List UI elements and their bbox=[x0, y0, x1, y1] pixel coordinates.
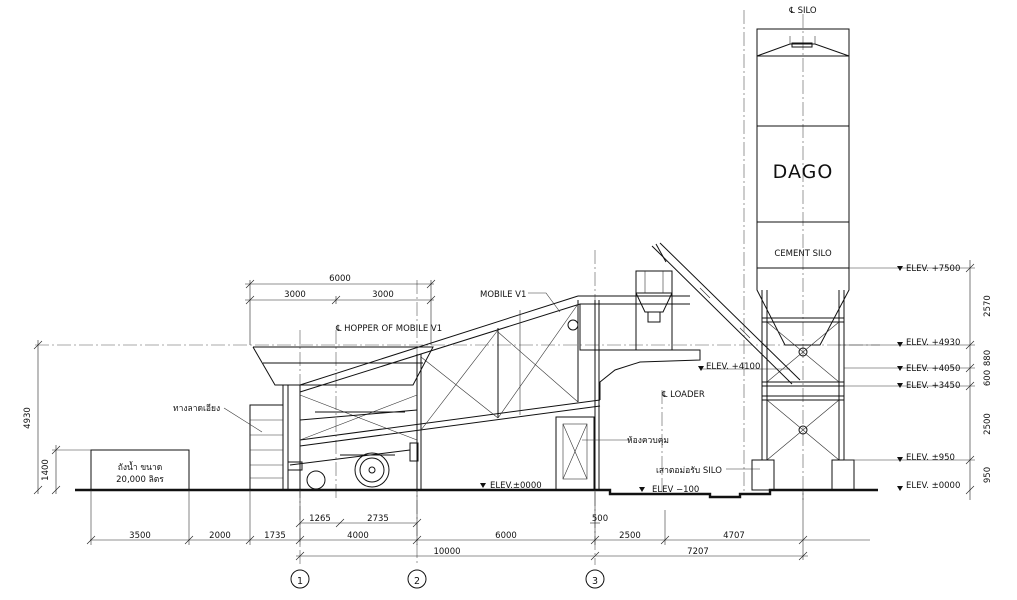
screw-conveyor bbox=[651, 242, 801, 385]
dim-1400: 1400 bbox=[41, 459, 51, 481]
loader-centerline-label: ℄ LOADER bbox=[661, 390, 705, 400]
silo-centerline-label: ℄ SILO bbox=[788, 6, 816, 16]
dim-10000: 10000 bbox=[433, 547, 460, 557]
dim-2500-bottom: 2500 bbox=[619, 531, 641, 541]
grid-2: 2 bbox=[414, 576, 420, 587]
elev-950: ELEV. ±950 bbox=[906, 453, 955, 463]
dim-4707: 4707 bbox=[723, 531, 745, 541]
silo-brand-label: DAGO bbox=[773, 161, 834, 183]
dim-1735: 1735 bbox=[264, 531, 286, 541]
elevation-marks: ELEV. +7500 ELEV. +4930 ELEV. +4100 ELEV… bbox=[480, 264, 975, 495]
dim-3500: 3500 bbox=[129, 531, 151, 541]
dim-4930: 4930 bbox=[23, 407, 33, 429]
control-room: ห้องควบคุม bbox=[555, 416, 669, 491]
grid-bubbles: 1 2 3 bbox=[290, 569, 605, 589]
dim-7207: 7207 bbox=[687, 547, 709, 557]
elev-minus-100: ELEV −100 bbox=[652, 485, 699, 495]
dim-2570: 2570 bbox=[983, 295, 993, 317]
elev-4100: ELEV. +4100 bbox=[706, 362, 760, 372]
ramp-label: ทางลาดเอียง bbox=[173, 403, 220, 414]
dim-880: 880 bbox=[983, 350, 993, 366]
dim-2000: 2000 bbox=[209, 531, 231, 541]
water-tank-label-2: 20,000 ลิตร bbox=[116, 475, 164, 485]
dim-600: 600 bbox=[983, 370, 993, 386]
leader-labels: MOBILE V1 ℄ HOPPER OF MOBILE V1 ℄ LOADER… bbox=[335, 290, 760, 476]
mobile-label: MOBILE V1 bbox=[480, 290, 526, 300]
cement-silo: ℄ SILO DAGO CEMENT SILO bbox=[751, 6, 855, 491]
grid-1: 1 bbox=[297, 576, 303, 587]
grid-3: 3 bbox=[592, 576, 598, 587]
water-tank: ถังน้ำ ขนาด 20,000 ลิตร bbox=[90, 449, 190, 491]
dim-4000: 4000 bbox=[347, 531, 369, 541]
dim-3000-right: 3000 bbox=[372, 290, 394, 300]
elev-4050: ELEV. +4050 bbox=[906, 364, 960, 374]
dim-2500: 2500 bbox=[983, 413, 993, 435]
bottom-dimensions: 1265 2735 500 3500 2000 1735 4000 6000 2… bbox=[86, 490, 870, 561]
dim-2735: 2735 bbox=[367, 514, 389, 524]
ramp: ทางลาดเอียง bbox=[173, 403, 283, 490]
ground-line bbox=[75, 488, 878, 499]
elev-4930: ELEV. +4930 bbox=[906, 338, 960, 348]
water-tank-label-1: ถังน้ำ ขนาด bbox=[118, 461, 163, 473]
dim-1265: 1265 bbox=[309, 514, 331, 524]
hopper-centerline-label: ℄ HOPPER OF MOBILE V1 bbox=[335, 324, 442, 334]
elev-3450: ELEV. +3450 bbox=[906, 381, 960, 391]
cement-silo-label: CEMENT SILO bbox=[774, 249, 832, 259]
dim-6000-top: 6000 bbox=[329, 274, 351, 284]
control-room-label: ห้องควบคุม bbox=[627, 435, 669, 446]
elev-0000-right: ELEV. ±0000 bbox=[906, 481, 960, 491]
mobile-frame bbox=[299, 295, 701, 490]
top-dimensions: 6000 3000 3000 bbox=[245, 274, 436, 345]
dim-500: 500 bbox=[592, 514, 608, 524]
dim-3000-left: 3000 bbox=[284, 290, 306, 300]
right-dimensions: 2570 880 600 2500 950 bbox=[965, 260, 993, 500]
dim-6000-bottom: 6000 bbox=[495, 531, 517, 541]
left-dimensions: 4930 1400 bbox=[23, 340, 91, 495]
elev-0000-mid: ELEV.±0000 bbox=[490, 481, 542, 491]
weighing-hopper bbox=[635, 270, 673, 350]
silo-column-label: เสาตอม่อรับ SILO bbox=[656, 466, 722, 476]
elev-7500: ELEV. +7500 bbox=[906, 264, 960, 274]
dim-950: 950 bbox=[983, 467, 993, 483]
aggregate-hopper bbox=[252, 346, 434, 490]
